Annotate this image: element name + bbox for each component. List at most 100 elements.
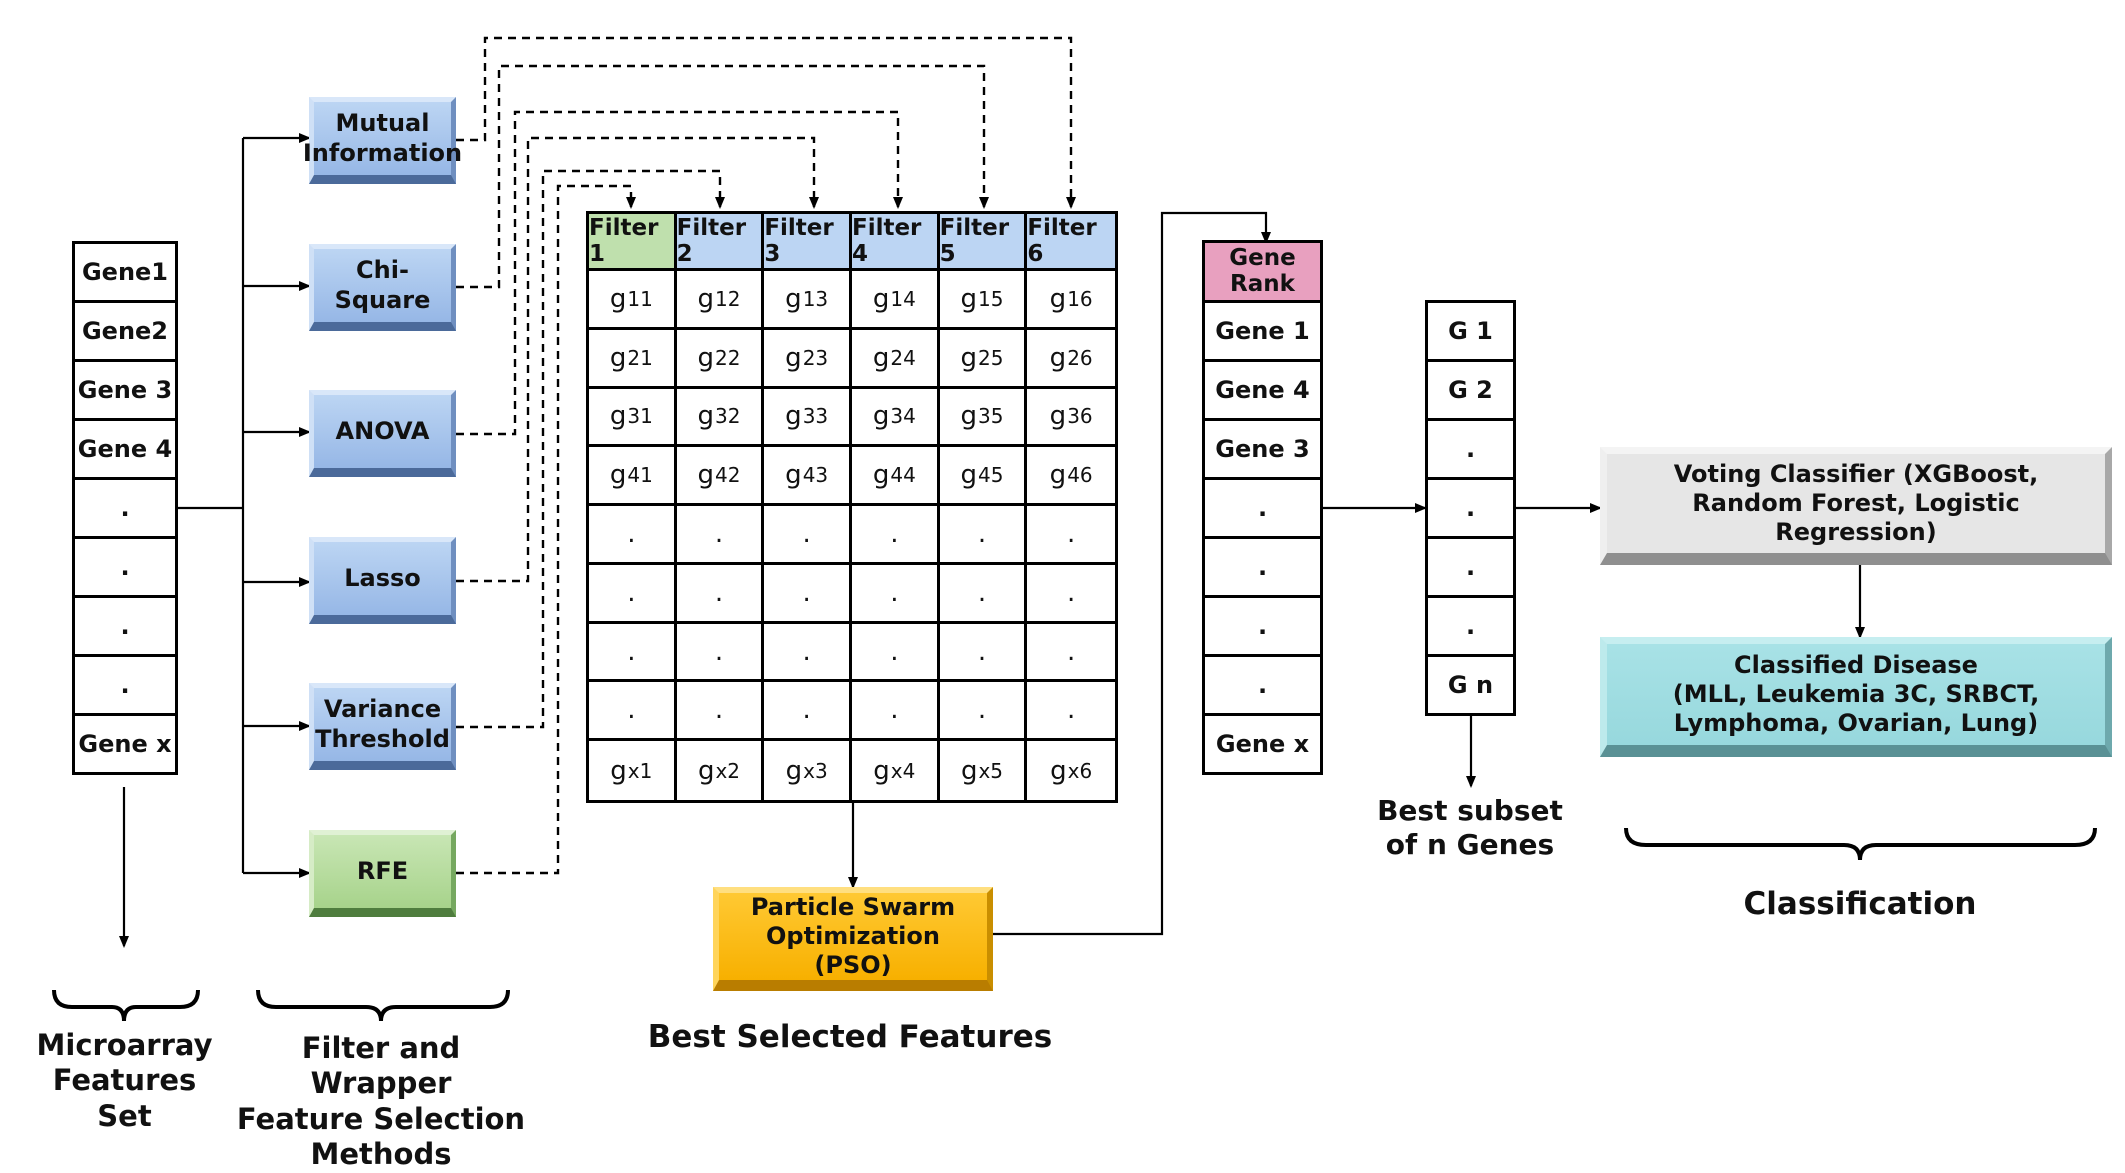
matrix-cell-base: . [977, 636, 987, 667]
subset-gene-cell: G 2 [1425, 359, 1516, 421]
gene-rank-cell: . [1202, 654, 1323, 716]
matrix-cell-base: g [697, 460, 715, 491]
brace-classification [1624, 827, 2097, 861]
matrix-cell-base: g [609, 283, 627, 314]
matrix-cell-base: g [960, 342, 978, 373]
matrix-cell-subscript: 31 [627, 404, 653, 429]
filter-header-1: Filter 1 [589, 214, 677, 271]
matrix-cell: . [939, 506, 1028, 565]
matrix-cell: . [1027, 623, 1115, 683]
matrix-cell-subscript: 25 [978, 345, 1004, 370]
gene-rank-cell: Gene x [1202, 713, 1323, 775]
matrix-cell-subscript: 45 [978, 463, 1004, 488]
matrix-cell: . [851, 682, 940, 742]
matrix-cell-base: . [977, 518, 987, 549]
matrix-cell-base: g [1049, 460, 1067, 491]
method-chi-square: Chi-Square [309, 244, 456, 331]
matrix-cell-subscript: 11 [627, 286, 653, 311]
matrix-cell-subscript: x5 [978, 758, 1004, 783]
matrix-cell-base: g [1049, 401, 1067, 432]
matrix-cell-subscript: 42 [715, 463, 741, 488]
matrix-cell-base: g [873, 755, 890, 786]
dashed-vt-to-filter2 [456, 169, 725, 729]
matrix-cell: . [676, 623, 765, 683]
matrix-cell-base: . [714, 636, 724, 667]
gene-rank-cell: . [1202, 595, 1323, 657]
caption-microarray-line1: Microarray [36, 1028, 213, 1062]
matrix-cell-subscript: x4 [890, 758, 916, 783]
caption-methods-line2: Feature Selection [236, 1101, 526, 1136]
voting-classifier-box: Voting Classifier (XGBoost, Random Fores… [1600, 447, 2112, 565]
brace-microarray [52, 989, 200, 1022]
matrix-cell-base: g [960, 460, 978, 491]
matrix-cell-subscript: 33 [802, 404, 829, 429]
matrix-cell-subscript: 23 [802, 345, 829, 370]
matrix-cell-base: . [714, 695, 724, 726]
matrix-cell-subscript: 46 [1067, 463, 1093, 488]
microarray-gene-cell: Gene2 [72, 300, 178, 362]
method-anova: ANOVA [309, 390, 456, 477]
matrix-cell-subscript: 26 [1067, 345, 1093, 370]
matrix-cell-base: . [714, 577, 724, 608]
matrix-cell-base: g [960, 401, 978, 432]
matrix-cell: . [764, 682, 852, 742]
subset-gene-cell: G n [1425, 654, 1516, 716]
microarray-gene-cell: Gene1 [72, 241, 178, 303]
gene-rank-cell: Gene 3 [1202, 418, 1323, 480]
gene-rank-cell: Gene 1 [1202, 300, 1323, 362]
matrix-cell-base: g [697, 755, 715, 786]
gene-rank-cell: . [1202, 536, 1323, 598]
matrix-cell-subscript: 35 [978, 404, 1004, 429]
pso-box: Particle Swarm Optimization (PSO) [713, 887, 993, 991]
matrix-cell-base: g [872, 342, 890, 373]
matrix-cell-base: . [627, 636, 636, 667]
matrix-cell: . [939, 623, 1028, 683]
filter-header-2: Filter 2 [676, 214, 765, 271]
connector-pso-to-gene-rank [993, 211, 1271, 936]
caption-microarray: Microarray Features Set [22, 1028, 227, 1134]
matrix-cell-base: g [785, 283, 802, 314]
matrix-cell-base: . [890, 636, 899, 667]
matrix-cell-base: g [785, 755, 803, 786]
method-variance-threshold: Variance Threshold [309, 683, 456, 770]
method-lasso: Lasso [309, 537, 456, 624]
matrix-cell-subscript: 13 [802, 286, 829, 311]
matrix-cell-base: . [627, 695, 636, 726]
caption-best-subset-line1: Best subset [1377, 794, 1563, 827]
matrix-cell-base: g [1049, 283, 1067, 314]
classified-disease-list: (MLL, Leukemia 3C, SRBCT, Lymphoma, Ovar… [1672, 679, 2040, 738]
matrix-cell-base: g [872, 401, 890, 432]
matrix-cell-base: . [802, 518, 811, 549]
matrix-cell-base: g [785, 342, 802, 373]
matrix-cell: . [851, 564, 940, 624]
subset-gene-cell: . [1425, 418, 1516, 480]
matrix-cell: . [939, 564, 1028, 624]
matrix-cell-base: . [890, 518, 899, 549]
matrix-cell-base: g [610, 755, 627, 786]
matrix-cell-base: . [890, 577, 899, 608]
caption-best-subset: Best subset of n Genes [1370, 794, 1570, 862]
caption-methods: Filter and Wrapper Feature Selection Met… [236, 1031, 526, 1173]
matrix-cell-base: g [872, 283, 890, 314]
matrix-cell-subscript: 34 [890, 404, 916, 429]
matrix-cell: . [851, 623, 940, 683]
matrix-cell: . [1027, 682, 1115, 742]
matrix-cell-subscript: 36 [1067, 404, 1093, 429]
